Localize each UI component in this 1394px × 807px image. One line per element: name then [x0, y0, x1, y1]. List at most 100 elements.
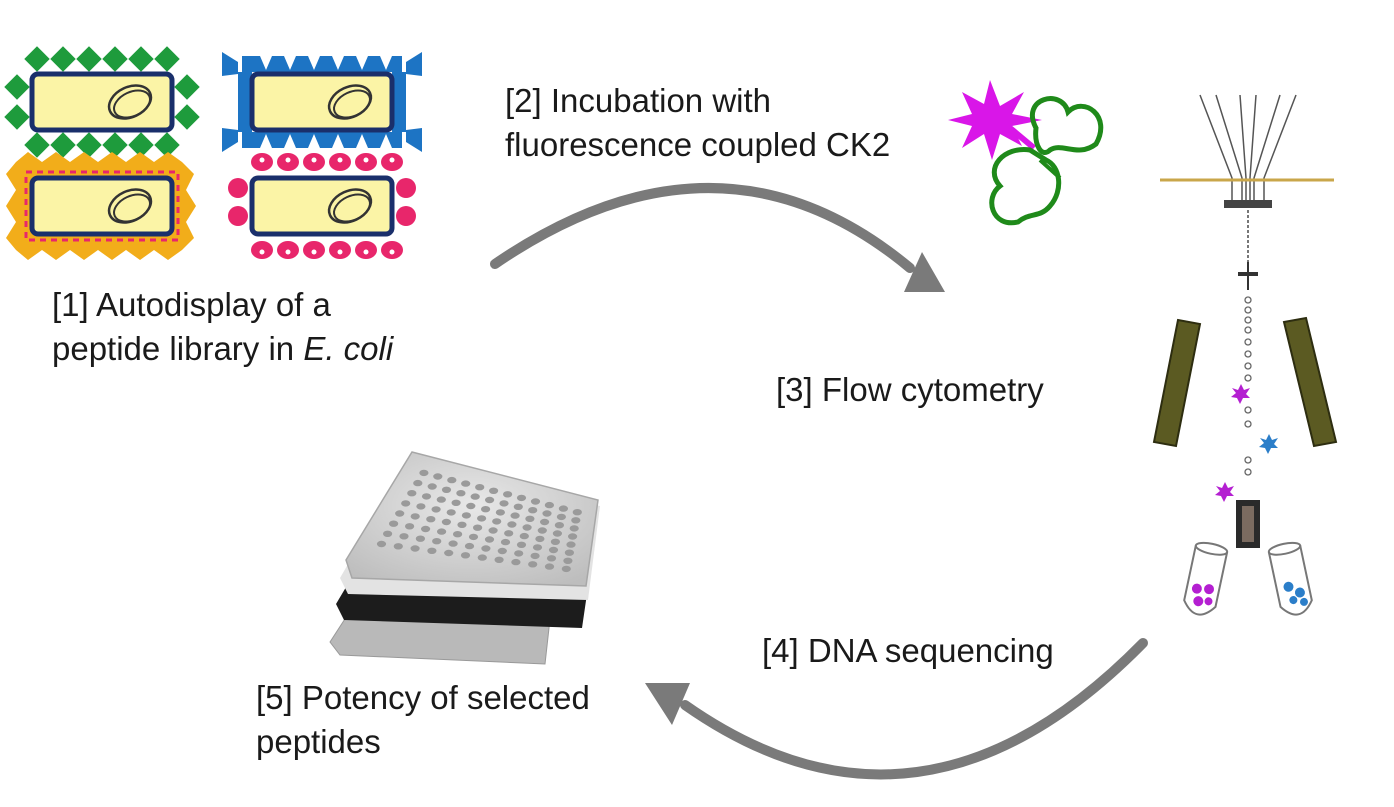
- cell-pink-peptides: [228, 153, 416, 259]
- plate-well: [537, 527, 547, 534]
- plate-well: [552, 530, 563, 537]
- plate-well: [503, 491, 513, 498]
- plate-well: [415, 535, 425, 542]
- step4-text: [4] DNA sequencing: [762, 632, 1054, 669]
- plate-well: [466, 502, 476, 510]
- plate-well: [522, 524, 532, 531]
- arrow-incubation: [490, 183, 915, 273]
- cell-blue-peptides: [222, 52, 422, 152]
- detector-right: [1282, 316, 1338, 448]
- plate-well: [571, 517, 581, 524]
- plate-well: [461, 512, 471, 519]
- plate-well: [444, 549, 454, 557]
- plate-well: [410, 513, 420, 520]
- plate-well: [437, 528, 447, 535]
- plate-well: [494, 556, 504, 563]
- plate-well: [399, 533, 409, 540]
- collection-tube-blue: [1267, 541, 1313, 616]
- cell-green-peptides: [4, 46, 200, 158]
- step4-label: [4] DNA sequencing: [762, 629, 1054, 673]
- plate-well: [447, 476, 457, 484]
- plate-well: [569, 525, 579, 532]
- ck2-enzyme-icon: [948, 80, 1104, 226]
- plate-well: [421, 525, 431, 533]
- cell-orange-peptides: [6, 152, 196, 260]
- step2-label: [2] Incubation with fluorescence coupled…: [505, 79, 890, 167]
- flow-cytometer-icon: [1152, 94, 1338, 616]
- plate-well: [492, 518, 502, 525]
- plate-well: [407, 490, 417, 497]
- plate-well: [427, 483, 437, 490]
- plate-well: [441, 486, 452, 493]
- plate-well: [485, 496, 495, 504]
- plate-well: [441, 518, 451, 526]
- plate-well: [499, 500, 509, 507]
- plate-well: [468, 533, 479, 541]
- plate-well: [405, 523, 415, 530]
- plate-well: [488, 527, 498, 534]
- plate-well: [566, 541, 576, 548]
- plate-well: [457, 521, 467, 528]
- plate-well: [477, 515, 487, 522]
- fluorophore-starburst-icon: [948, 80, 1042, 160]
- plate-well: [540, 518, 550, 526]
- plate-well: [513, 503, 523, 510]
- plate-well: [433, 473, 443, 480]
- plate-well: [516, 494, 527, 502]
- arrow-incubation-head: [904, 252, 945, 292]
- arrow-sequencing: [680, 638, 1148, 780]
- plate-well: [542, 510, 552, 517]
- plate-well: [554, 522, 565, 529]
- plate-well: [511, 558, 521, 566]
- plate-well: [431, 506, 441, 513]
- plate-well: [393, 543, 403, 550]
- plate-well: [413, 479, 423, 487]
- plate-well: [528, 507, 538, 514]
- plate-well: [473, 524, 483, 531]
- plate-well: [461, 480, 471, 487]
- plate-well: [497, 547, 507, 555]
- step2-line1: [2] Incubation with: [505, 82, 771, 119]
- plate-well: [564, 549, 575, 556]
- plate-well: [446, 509, 456, 516]
- plate-well: [477, 554, 487, 561]
- collection-tube-magenta: [1183, 541, 1229, 616]
- step5-line2: peptides: [256, 723, 381, 760]
- step1-line2-prefix: peptide library in: [52, 330, 304, 367]
- plate-well: [535, 535, 545, 543]
- plate-well: [556, 513, 567, 521]
- plate-well: [383, 530, 393, 537]
- plate-well: [401, 500, 411, 507]
- plate-well: [460, 552, 471, 559]
- plate-well: [519, 532, 529, 540]
- plate-well: [558, 505, 569, 512]
- plate-well: [572, 509, 582, 516]
- plate-well: [504, 530, 514, 537]
- plate-well: [530, 552, 540, 560]
- plate-well: [410, 545, 420, 552]
- plate-well: [500, 538, 511, 546]
- plate-well: [376, 540, 387, 548]
- plate-well: [395, 510, 405, 517]
- plate-well: [550, 538, 561, 545]
- plate-well: [448, 540, 458, 547]
- plate-well: [432, 538, 442, 545]
- plate-well: [546, 555, 557, 562]
- step3-text: [3] Flow cytometry: [776, 371, 1044, 408]
- plate-well: [507, 521, 517, 528]
- plate-well: [510, 512, 520, 519]
- step3-label: [3] Flow cytometry: [776, 368, 1044, 412]
- step1-line2: peptide library in E. coli: [52, 327, 393, 371]
- plate-well: [489, 487, 499, 494]
- plate-well: [544, 563, 555, 570]
- plate-well: [475, 484, 485, 491]
- step1-line2-organism: E. coli: [303, 330, 394, 367]
- detector-left: [1152, 318, 1202, 448]
- step1-label: [1] Autodisplay of a peptide library in …: [52, 283, 393, 371]
- plate-well: [563, 557, 573, 564]
- plate-well: [568, 533, 578, 540]
- plate-well: [484, 536, 495, 543]
- plate-well: [389, 520, 399, 527]
